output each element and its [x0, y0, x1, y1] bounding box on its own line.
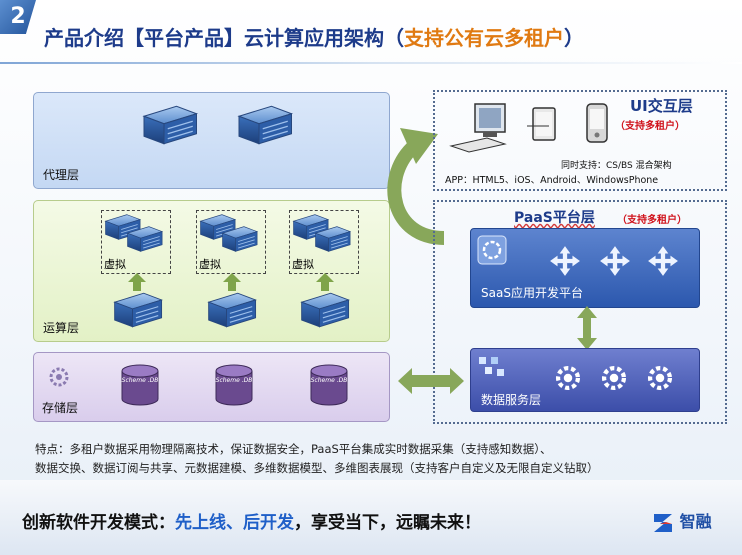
- title-end: ）: [564, 26, 584, 50]
- feature-description: 特点：多租户数据采用物理隔离技术，保证数据安全，PaaS平台集成实时数据采集（支…: [35, 440, 725, 478]
- title-highlight: 支持公有云多租户: [404, 26, 564, 50]
- slide-title: 产品介绍【平台产品】云计算应用架构（支持公有云多租户）: [44, 22, 584, 51]
- proxy-layer-label: 代理层: [43, 168, 80, 182]
- mobile-phone-icon: [586, 103, 608, 143]
- physical-server-icon: [114, 292, 163, 328]
- physical-server-icon: [301, 292, 350, 328]
- horizontal-double-arrow-icon: [398, 368, 464, 394]
- database-label: Scheme .DB: [121, 377, 159, 384]
- up-arrow-icon: [223, 273, 241, 291]
- virtual-server-icon: [315, 226, 351, 252]
- compute-layer-label: 运算层: [43, 321, 80, 335]
- database-icon: Scheme .DB: [214, 363, 254, 407]
- logo-mark-icon: [654, 513, 672, 532]
- module-cross-icon: [550, 246, 580, 276]
- virtual-cluster: 虚拟: [289, 210, 359, 274]
- network-icon: [479, 357, 504, 376]
- virtual-server-icon: [127, 226, 163, 252]
- slogan-start: 创新软件开发模式：: [22, 513, 175, 533]
- virtual-label: 虚拟: [292, 258, 314, 271]
- slide-number-badge: 2: [0, 0, 36, 34]
- footer-band: [0, 480, 742, 555]
- database-label: Scheme .DB: [310, 377, 348, 384]
- ui-interaction-layer: UI交互层 （支持多租户） 同时支持：CS/BS 混合架构 APP：HTML5、…: [433, 90, 727, 191]
- virtual-cluster: 虚拟: [101, 210, 171, 274]
- virtual-label: 虚拟: [199, 258, 221, 271]
- company-logo: 智融: [652, 508, 712, 534]
- storage-layer-label: 存储层: [42, 401, 79, 415]
- module-cross-icon: [648, 246, 678, 276]
- vertical-double-arrow-icon: [577, 306, 597, 350]
- physical-server-icon: [208, 292, 257, 328]
- database-icon: Scheme .DB: [120, 363, 160, 407]
- proxy-server-icon: [238, 105, 293, 145]
- feature-line-2: 数据交换、数据订阅与共享、元数据建模、多维数据模型、多维图表展现（支持客户自定义…: [35, 461, 599, 475]
- paas-layer-title: PaaS平台层: [514, 210, 595, 226]
- desktop-computer-icon: [449, 103, 507, 153]
- virtual-cluster: 虚拟: [196, 210, 266, 274]
- curved-arrow-icon: [387, 128, 445, 245]
- tablet-icon: [527, 107, 556, 141]
- saas-platform-label: SaaS应用开发平台: [481, 286, 583, 300]
- paas-platform-layer: PaaS平台层 （支持多租户）: [433, 200, 727, 424]
- ui-arch-note: 同时支持：CS/BS 混合架构: [561, 161, 672, 171]
- compute-layer: 虚拟 虚拟 虚拟 运算层: [33, 200, 390, 342]
- slogan-end: ，享受当下，远瞩未来！: [294, 513, 481, 533]
- gear-icon: [49, 367, 69, 387]
- ui-layer-title: UI交互层: [630, 97, 693, 115]
- title-main: 产品介绍【平台产品】云计算应用架构（: [44, 26, 404, 50]
- brain-icon: [477, 235, 507, 265]
- up-arrow-icon: [316, 273, 334, 291]
- slogan: 创新软件开发模式：先上线、后开发，享受当下，远瞩未来！: [22, 508, 481, 533]
- proxy-server-icon: [143, 105, 198, 145]
- title-divider: [0, 62, 742, 64]
- database-icon: Scheme .DB: [309, 363, 349, 407]
- up-arrow-icon: [128, 273, 146, 291]
- paas-layer-subtitle: （支持多租户）: [617, 215, 687, 226]
- gear-icon: [597, 361, 631, 395]
- gear-icon: [643, 361, 677, 395]
- proxy-layer: 代理层: [33, 92, 390, 189]
- data-service-box: 数据服务层: [470, 348, 700, 412]
- ui-layer-subtitle: （支持多租户）: [615, 121, 685, 132]
- feature-line-1: 特点：多租户数据采用物理隔离技术，保证数据安全，PaaS平台集成实时数据采集（支…: [35, 442, 552, 456]
- virtual-label: 虚拟: [104, 258, 126, 271]
- slogan-highlight: 先上线、后开发: [175, 513, 294, 533]
- database-label: Scheme .DB: [215, 377, 253, 384]
- virtual-server-icon: [222, 226, 258, 252]
- gear-icon: [551, 361, 585, 395]
- logo-text: 智融: [679, 512, 712, 531]
- saas-platform-box: SaaS应用开发平台: [470, 228, 700, 308]
- module-cross-icon: [600, 246, 630, 276]
- storage-layer: Scheme .DB Scheme .DB Scheme .DB 存储层: [33, 352, 390, 422]
- data-service-label: 数据服务层: [481, 393, 542, 407]
- ui-app-note: APP：HTML5、iOS、Android、WindowsPhone: [445, 175, 659, 186]
